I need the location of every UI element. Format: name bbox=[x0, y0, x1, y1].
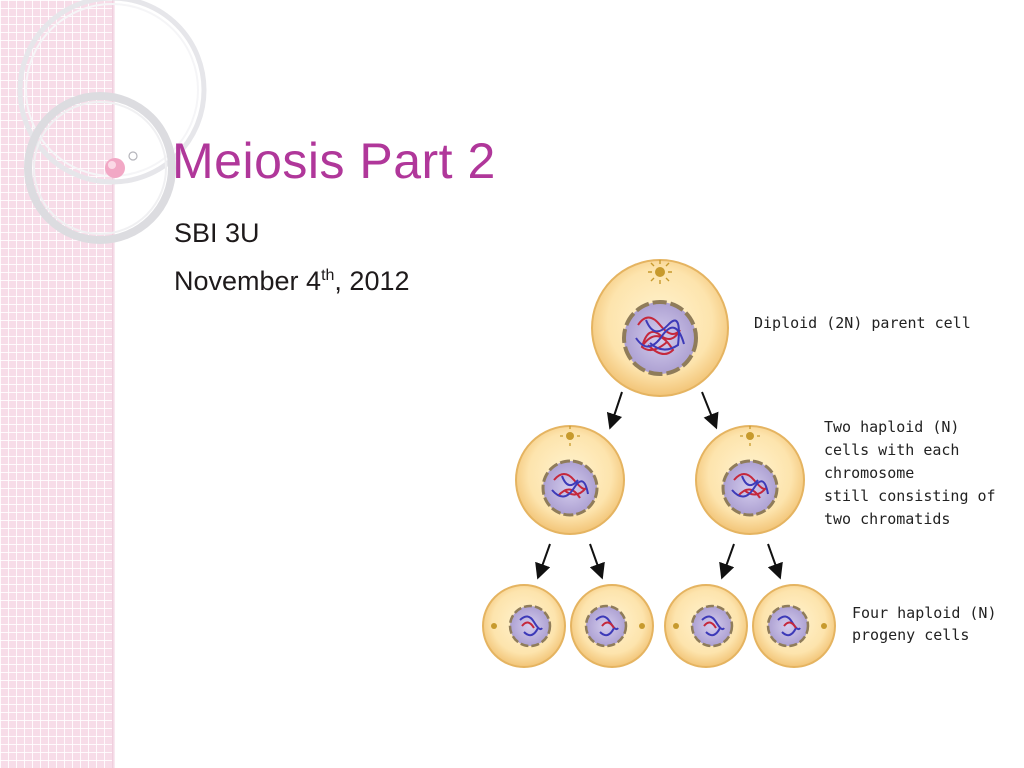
side-band-edge bbox=[112, 0, 115, 768]
haploid-cell-right bbox=[695, 425, 805, 535]
progeny-cell-1 bbox=[482, 584, 566, 668]
date-suffix: , 2012 bbox=[334, 266, 410, 296]
progeny-cell-4 bbox=[752, 584, 836, 668]
side-grid-band bbox=[0, 0, 112, 768]
course-code: SBI 3U bbox=[174, 218, 260, 248]
meiosis-diagram: Diploid (2N) parent cell Two haploid (N)… bbox=[482, 259, 997, 668]
label-progeny-line2: progeny cells bbox=[852, 626, 969, 644]
small-ring-icon bbox=[128, 151, 138, 161]
parent-cell bbox=[591, 259, 729, 397]
date-prefix: November 4 bbox=[174, 266, 322, 296]
haploid-cell-left bbox=[515, 425, 625, 535]
date-superscript: th bbox=[321, 267, 335, 284]
label-haploid-line4: still consisting of bbox=[824, 487, 996, 505]
arrow-down-left-icon bbox=[719, 543, 735, 580]
label-haploid-line5: two chromatids bbox=[824, 510, 950, 528]
label-progeny-line1: Four haploid (N) bbox=[852, 604, 997, 622]
label-haploid-line2: cells with each bbox=[824, 441, 959, 459]
centrosome-icon bbox=[648, 260, 672, 284]
progeny-cell-2 bbox=[570, 584, 654, 668]
arrow-down-right-icon bbox=[701, 391, 719, 430]
label-haploid-line1: Two haploid (N) bbox=[824, 418, 959, 436]
date-line: November 4th, 2012 bbox=[174, 266, 410, 297]
arrow-down-right-icon bbox=[589, 543, 605, 580]
arrow-down-right-icon bbox=[767, 543, 783, 580]
slide-title: Meiosis Part 2 bbox=[172, 133, 496, 189]
arrow-down-left-icon bbox=[606, 391, 623, 430]
label-haploid-line3: chromosome bbox=[824, 464, 914, 482]
label-parent-cell: Diploid (2N) parent cell bbox=[754, 314, 971, 332]
progeny-cell-3 bbox=[664, 584, 748, 668]
arrow-down-left-icon bbox=[535, 543, 551, 580]
